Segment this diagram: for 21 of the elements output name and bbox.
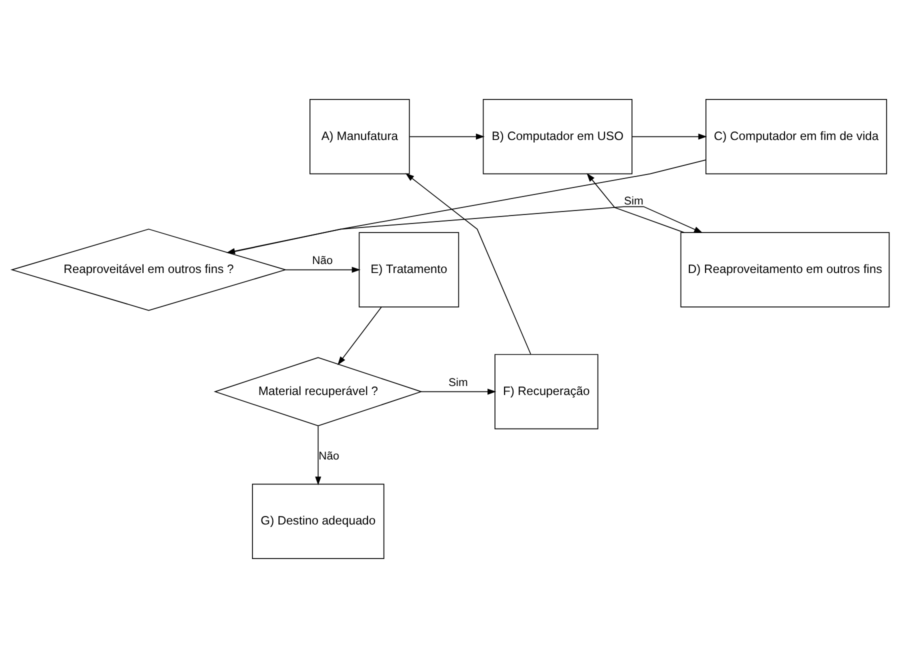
node-box: A) Manufatura bbox=[310, 98, 410, 174]
arrow bbox=[632, 133, 707, 140]
node-diamond: Reaproveitável em outros fins ? bbox=[10, 228, 287, 310]
node-box: C) Computador em fim de vida bbox=[705, 98, 888, 174]
node-box: E) Tratamento bbox=[358, 232, 460, 307]
arrow bbox=[420, 388, 496, 394]
edge-label: Não bbox=[312, 254, 333, 267]
arrow bbox=[315, 425, 322, 485]
arrow bbox=[228, 206, 703, 253]
edge-label: Sim bbox=[448, 376, 468, 388]
node-box: G) Destino adequado bbox=[252, 483, 384, 558]
node-box: F) Recuperação bbox=[494, 354, 598, 429]
edge-label: Não bbox=[318, 450, 340, 462]
node-box: D) Reaproveitamento em outros fins bbox=[680, 232, 890, 307]
arrow bbox=[586, 172, 685, 233]
arrow bbox=[405, 172, 532, 354]
node-box: B) Computador em USO bbox=[482, 98, 632, 174]
arrow bbox=[285, 266, 360, 272]
edge-label: Sim bbox=[624, 194, 644, 207]
arrow bbox=[338, 306, 382, 365]
arrow bbox=[409, 133, 485, 140]
